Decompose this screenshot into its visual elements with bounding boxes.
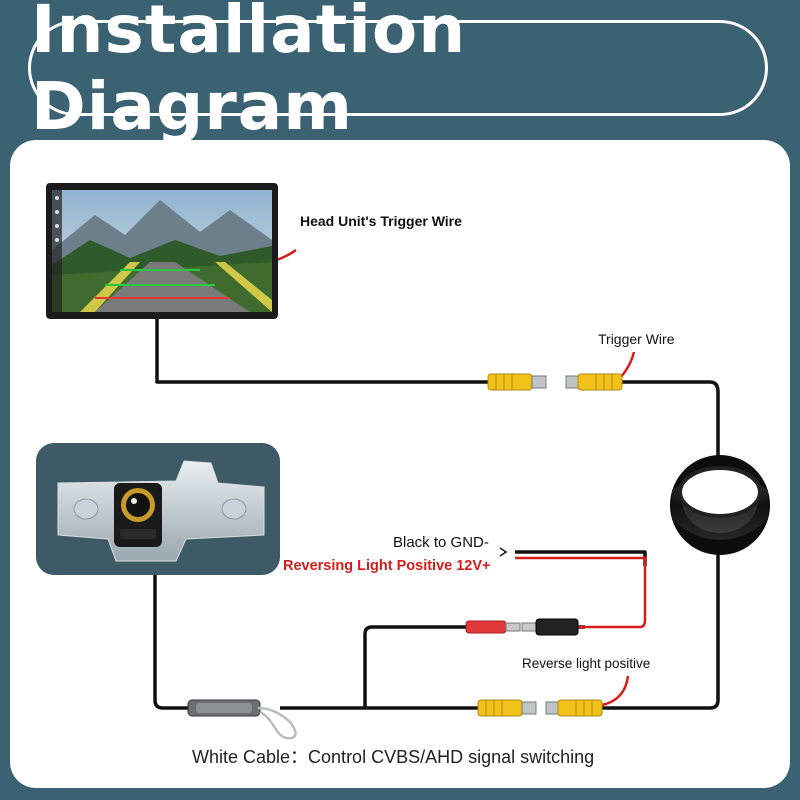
cable-coil xyxy=(670,455,770,555)
rca-bottom-female xyxy=(545,699,603,717)
trigger-extension xyxy=(620,380,720,458)
head-unit-trigger-label: Head Unit's Trigger Wire xyxy=(300,213,462,229)
page-title: Installation Diagram xyxy=(31,0,467,145)
black-gnd-label: Black to GND- xyxy=(393,534,489,551)
reverse-light-positive-label: Reverse light positive xyxy=(522,656,651,671)
white-cable-label: White Cable：Control CVBS/AHD signal swit… xyxy=(192,747,595,767)
reverse-positive-lead xyxy=(601,675,630,707)
reversing-light-positive-label: Reversing Light Positive 12V+ xyxy=(283,558,491,574)
camera-photo xyxy=(57,460,265,562)
rca-bottom-male xyxy=(477,699,537,717)
inline-switch-module xyxy=(187,699,297,740)
trigger-wire-label: Trigger Wire xyxy=(598,331,675,347)
title-banner: Installation Diagram xyxy=(28,0,768,145)
power-positive-wire xyxy=(515,556,647,629)
red-wires xyxy=(269,248,647,707)
rca-top-female xyxy=(565,373,623,391)
head-unit xyxy=(46,183,278,319)
rca-top-male xyxy=(487,373,547,391)
dc-power-female xyxy=(465,620,521,634)
gnd-caret xyxy=(499,547,508,557)
power-branch xyxy=(363,625,468,708)
dc-power-male xyxy=(521,618,579,636)
video-cable-top xyxy=(155,315,490,384)
camera-cable xyxy=(153,575,190,710)
cable-to-coil-bottom xyxy=(600,548,720,710)
